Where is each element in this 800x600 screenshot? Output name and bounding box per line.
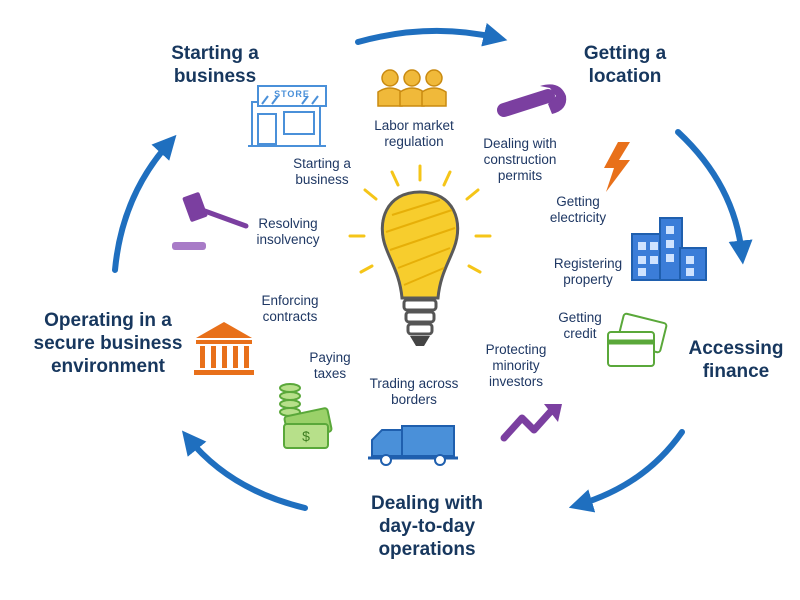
money-icon: $ xyxy=(279,383,333,449)
building-icon xyxy=(631,217,707,281)
topic-protecting-minority-investors: Protecting minority investors xyxy=(485,342,547,389)
topic-getting-credit: Getting credit xyxy=(558,310,602,341)
trend-arrow-icon xyxy=(500,406,556,442)
lightning-icon xyxy=(604,142,630,192)
topic-trading-across-borders: Trading across borders xyxy=(369,376,459,407)
cycle-arrow-left xyxy=(112,134,177,273)
topic-labor-market-regulation: Labor market regulation xyxy=(374,118,454,149)
light-bulb-icon xyxy=(348,164,492,346)
courthouse-icon xyxy=(194,322,254,375)
topic-construction-permits: Dealing with construction permits xyxy=(483,136,557,183)
truck-icon xyxy=(368,425,458,466)
credit-card-icon xyxy=(607,312,668,367)
topic-getting-electricity: Getting electricity xyxy=(549,194,607,225)
phase-dealing-with-operations: Dealing with day-to-day operations xyxy=(371,493,483,560)
cycle-arrow-bottom-left xyxy=(181,430,308,511)
gavel-icon xyxy=(172,192,249,250)
topic-paying-taxes: Paying taxes xyxy=(309,350,351,381)
topic-resolving-insolvency: Resolving insolvency xyxy=(256,216,320,247)
topic-starting-a-business: Starting a business xyxy=(293,156,351,187)
phase-accessing-finance: Accessing finance xyxy=(688,338,784,382)
topic-registering-property: Registering property xyxy=(553,256,623,287)
phase-secure-business-environment: Operating in a secure business environme… xyxy=(33,310,183,377)
cycle-arrow-top xyxy=(355,23,508,47)
wrench-icon xyxy=(497,84,567,117)
phase-starting-a-business: Starting a business xyxy=(171,43,259,87)
people-icon xyxy=(377,69,447,107)
store-sign-text: STORE xyxy=(274,89,310,99)
cycle-arrow-bottom-right xyxy=(568,429,685,513)
topic-enforcing-contracts: Enforcing contracts xyxy=(261,293,319,324)
trend-arrow-head xyxy=(544,404,562,422)
svg-text:$: $ xyxy=(302,428,310,444)
phase-getting-a-location: Getting a location xyxy=(583,43,667,87)
cycle-arrow-right xyxy=(675,129,753,265)
store-icon xyxy=(248,85,327,147)
